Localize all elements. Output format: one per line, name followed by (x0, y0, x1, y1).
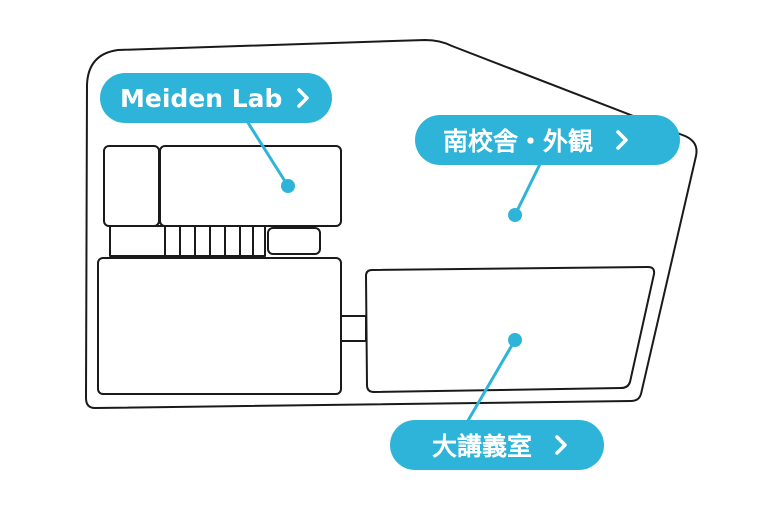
room-lecture-hall[interactable] (365, 266, 656, 393)
location-dot-meiden-lab[interactable] (281, 179, 295, 193)
chevron-right-icon (616, 130, 628, 150)
corridor-strip (109, 225, 166, 257)
location-dot-lecture-hall[interactable] (508, 333, 522, 347)
room-meiden-lab[interactable] (159, 145, 342, 227)
leader-south (513, 158, 544, 217)
chevron-right-icon (555, 435, 567, 455)
leader-meiden (243, 116, 290, 188)
meiden-lab-label: Meiden Lab (120, 83, 283, 113)
building-outline (85, 39, 698, 409)
room-small-right (267, 227, 321, 255)
room-small-left (103, 145, 160, 227)
chevron-right-icon (297, 88, 310, 108)
room-lower-left (97, 257, 342, 395)
leader-lines (243, 116, 544, 426)
stairwell (164, 225, 266, 257)
location-dot-south-building[interactable] (508, 208, 522, 222)
south-building-button[interactable]: 南校舎・外観 (415, 115, 680, 165)
stair-steps (179, 226, 254, 256)
lecture-hall-button[interactable]: 大講義室 (390, 420, 604, 470)
meiden-lab-button[interactable]: Meiden Lab (100, 73, 332, 123)
leader-hall (464, 338, 517, 426)
south-building-label: 南校舎・外観 (443, 127, 594, 156)
room-connector (340, 315, 367, 342)
lecture-hall-label: 大講義室 (432, 432, 533, 461)
